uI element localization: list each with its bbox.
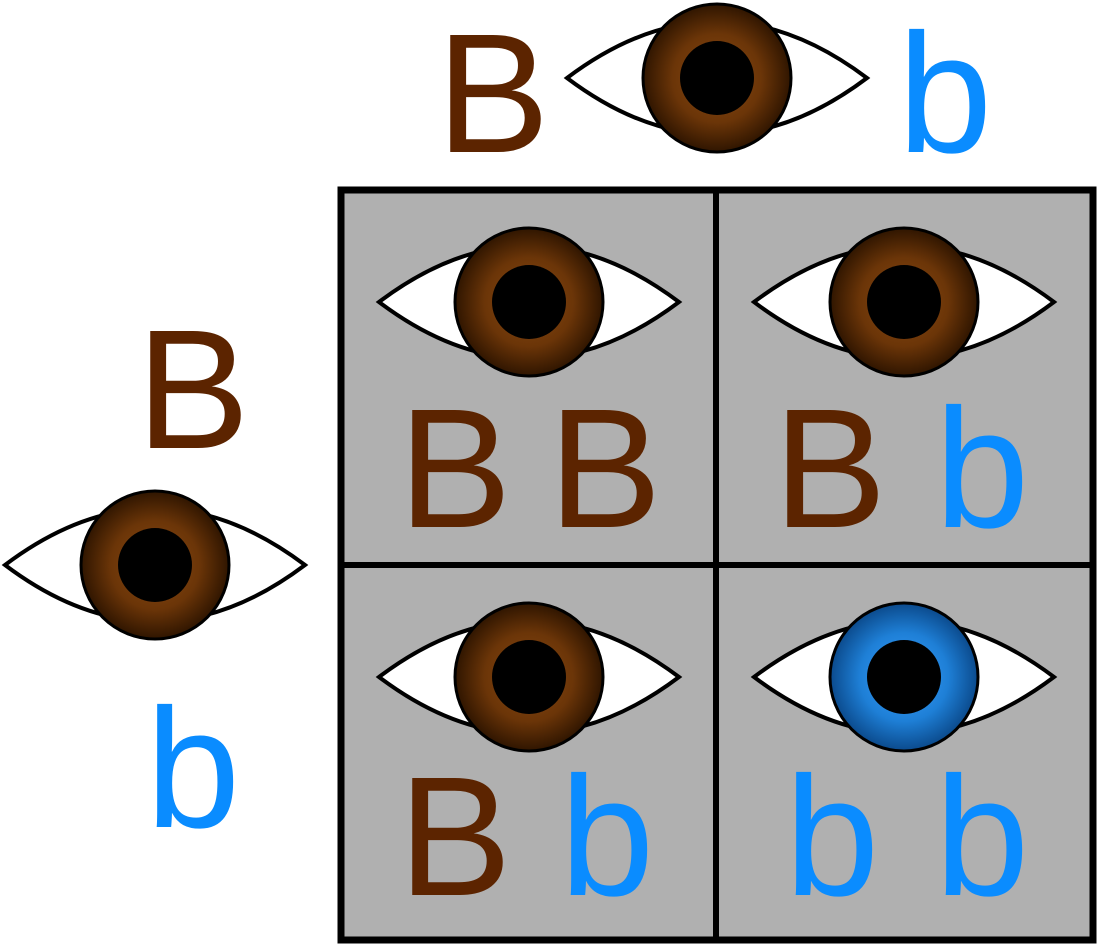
top-parent-allele-dominant: B [436,0,549,189]
grid-cell-bb-heterozygous-bottom: B b [375,601,683,932]
grid-cell-bb-heterozygous-top: B b [750,226,1058,564]
top-parent: B b [436,0,992,189]
left-parent-allele-recessive: b [146,674,241,864]
cell-1-allele-1: B [398,374,511,564]
cell-1-allele-2: B [548,374,661,564]
left-parent-allele-dominant: B [136,295,249,485]
cell-3-allele-2: b [560,742,655,932]
cell-2-eye-icon [750,226,1058,378]
cell-4-allele-1: b [785,742,880,932]
left-parent-eye-icon [1,489,309,641]
cell-2-allele-1: B [773,374,886,564]
cell-1-eye-icon [375,226,683,378]
grid-cell-bb-dominant: B B [375,226,683,564]
cell-2-allele-2: b [935,374,1030,564]
cell-4-blue-eye-icon [750,601,1058,753]
top-parent-eye-icon [563,2,871,154]
left-parent: B b [1,295,309,864]
cell-3-allele-1: B [398,742,511,932]
cell-4-allele-2: b [935,742,1030,932]
top-parent-allele-recessive: b [898,0,993,189]
grid-cell-bb-recessive: b b [750,601,1058,932]
cell-3-eye-icon [375,601,683,753]
